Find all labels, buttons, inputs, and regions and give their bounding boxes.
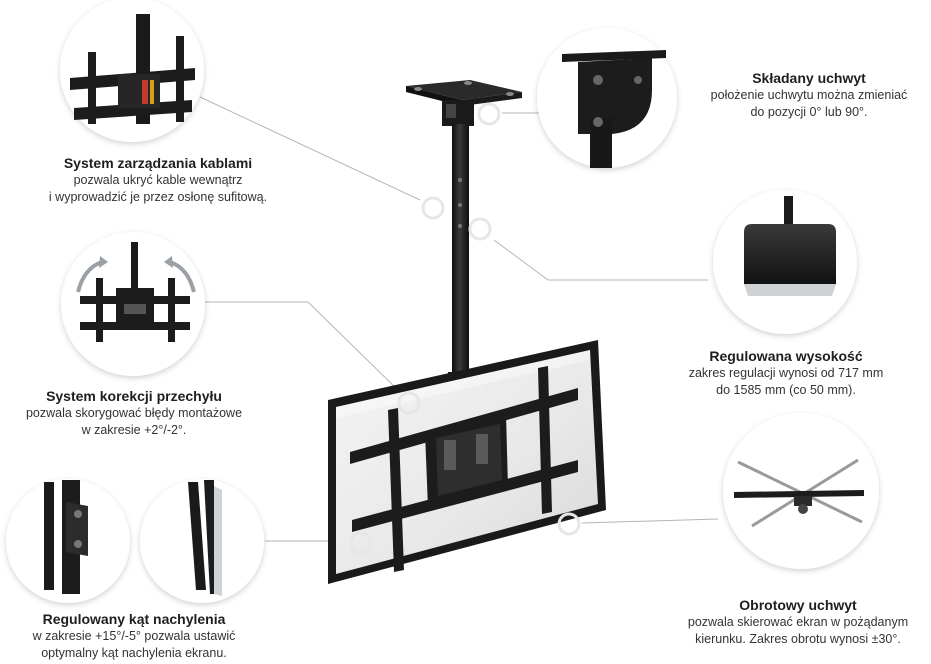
feature-desc-line: pozwala skorygować błędy montażowe [25,406,243,420]
feature-title: Regulowana wysokość [709,348,863,364]
leader-line-swivel [581,518,719,524]
feature-title: System korekcji przechyłu [46,388,222,404]
leader-line-height [493,239,549,281]
detail-folding-bracket [537,28,677,168]
feature-tilt-angle: Regulowany kąt nachylenia w zakresie +15… [0,611,284,662]
feature-height-adjust: Regulowana wysokość zakres regulacji wyn… [636,348,931,399]
feature-title: System zarządzania kablami [63,155,253,171]
callout-rings [349,102,581,555]
detail-cable-management [60,0,204,142]
feature-desc-line: położenie uchwytu można zmieniać [710,88,908,102]
feature-desc-line: w zakresie +2°/-2°. [81,423,187,437]
feature-title: Regulowany kąt nachylenia [42,611,226,627]
feature-desc-line: do pozycji 0° lub 90°. [750,105,868,119]
feature-tilt-correction: System korekcji przechyłu pozwala skoryg… [0,388,284,439]
feature-cable-management: System zarządzania kablami pozwala ukryć… [8,155,308,206]
feature-desc-line: optymalny kąt nachylenia ekranu. [41,646,227,660]
feature-title: Składany uchwyt [752,70,866,86]
detail-swivel [723,413,879,569]
ring-swivel [557,512,581,536]
telescopic-pole [452,124,469,372]
ring-folding [477,102,501,126]
detail-tilt-angle-2 [140,479,264,603]
ring-cable [421,196,445,220]
ring-height [468,217,492,241]
feature-desc-line: do 1585 mm (co 50 mm). [716,383,856,397]
feature-desc-line: zakres regulacji wynosi od 717 mm [688,366,884,380]
leader-line-tilt-correction-2 [307,301,401,393]
ring-tilt-correction [397,391,421,415]
leader-lines [199,96,719,542]
ring-tilt-angle [349,531,373,555]
feature-title: Obrotowy uchwyt [739,597,857,613]
feature-swivel: Obrotowy uchwyt pozwala skierować ekran … [665,597,931,648]
detail-tilt-correction [61,232,205,376]
leader-line-cable [199,96,421,201]
feature-desc-line: w zakresie +15°/-5° pozwala ustawić [32,629,236,643]
feature-desc-line: kierunku. Zakres obrotu wynosi ±30°. [695,632,901,646]
detail-height-adjust [713,190,857,334]
feature-desc-line: pozwala skierować ekran w pożądanym [687,615,909,629]
detail-tilt-angle-1 [6,479,130,603]
main-product [328,80,606,584]
feature-desc-line: i wyprowadzić je przez osłonę sufitową. [48,190,268,204]
feature-desc-line: pozwala ukryć kable wewnątrz [73,173,243,187]
feature-folding-bracket: Składany uchwyt położenie uchwytu można … [659,70,931,121]
